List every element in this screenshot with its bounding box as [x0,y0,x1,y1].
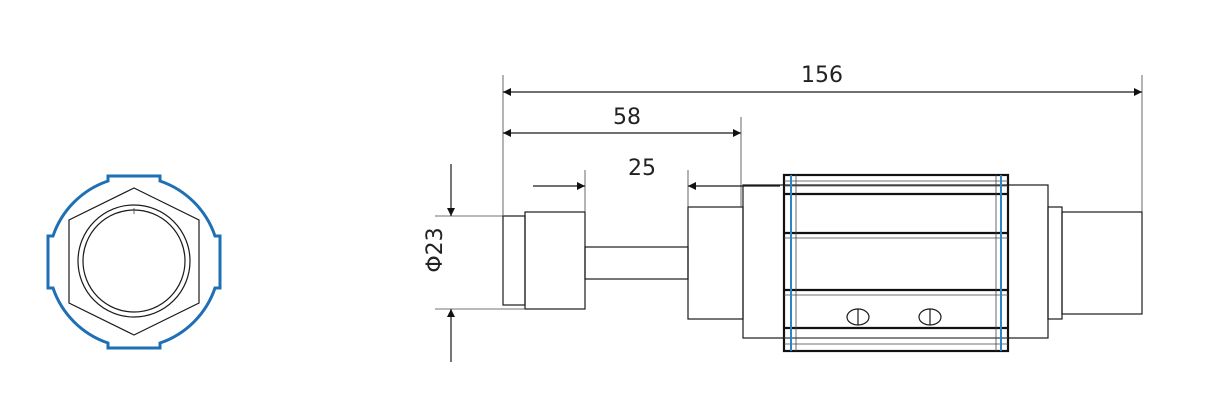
side-view [502,173,1143,353]
dim-overall-label: 156 [801,63,843,88]
flange-left [502,215,526,306]
shaft [584,246,689,280]
dim-25-label: 25 [628,156,656,181]
dim-58-label: 58 [613,105,641,130]
knurled-cylinder [782,173,1010,353]
body-block-2 [687,206,744,320]
body-block-1 [524,211,586,310]
end-view-outline [46,174,222,350]
end-view-outer-bore [77,204,191,318]
body-block-3 [742,184,1049,339]
end-view-hexagon [68,187,200,336]
right-step-2 [1061,211,1143,315]
end-view [46,174,222,350]
end-view-inner-bore [82,209,186,313]
dim-diameter-label: Φ23 [423,227,448,272]
right-step-1 [1047,206,1063,320]
dimension-lines: 156 58 25 Φ23 [423,63,1143,362]
